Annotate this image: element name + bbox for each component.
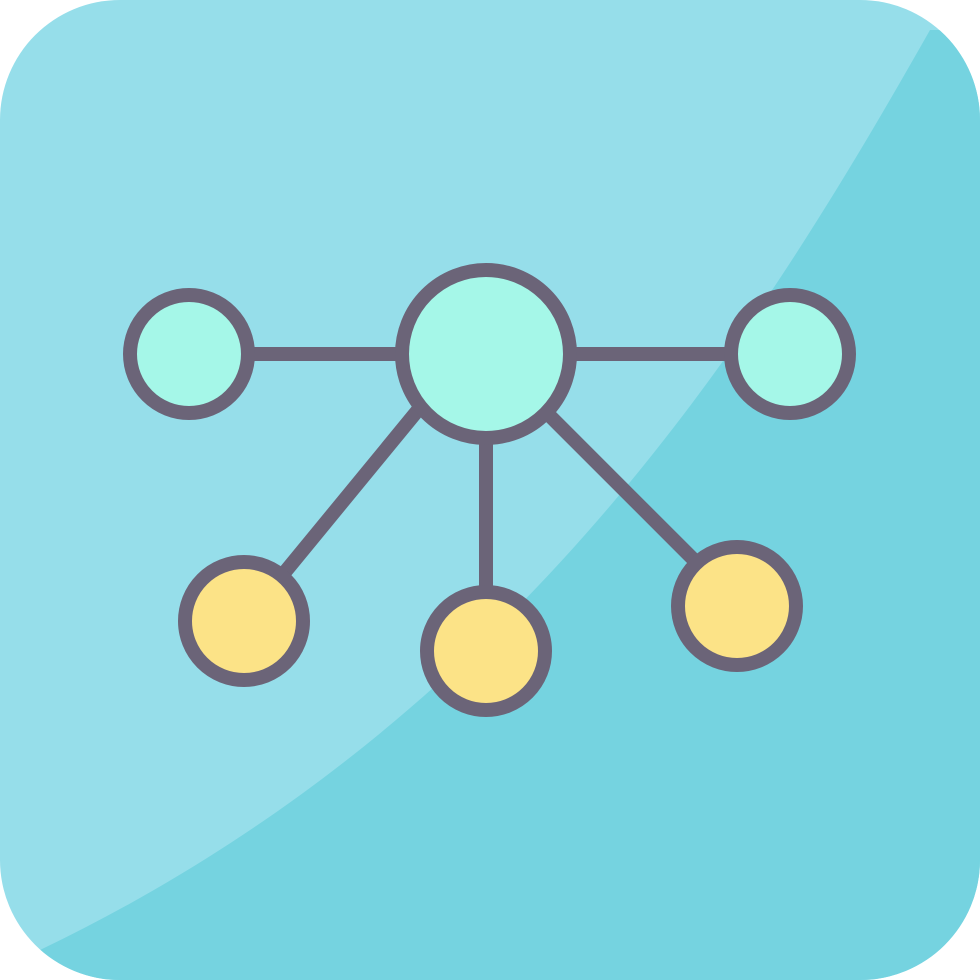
node-bottom-center: [420, 585, 552, 717]
node-center: [395, 263, 577, 445]
connector-bottom-right: [541, 407, 701, 567]
connector-bottom-left: [278, 403, 425, 579]
tile-gloss-shade: [40, 30, 980, 980]
node-right: [724, 288, 856, 420]
node-bottom-right: [671, 540, 803, 672]
node-bottom-left: [178, 555, 310, 687]
node-left: [123, 288, 255, 420]
